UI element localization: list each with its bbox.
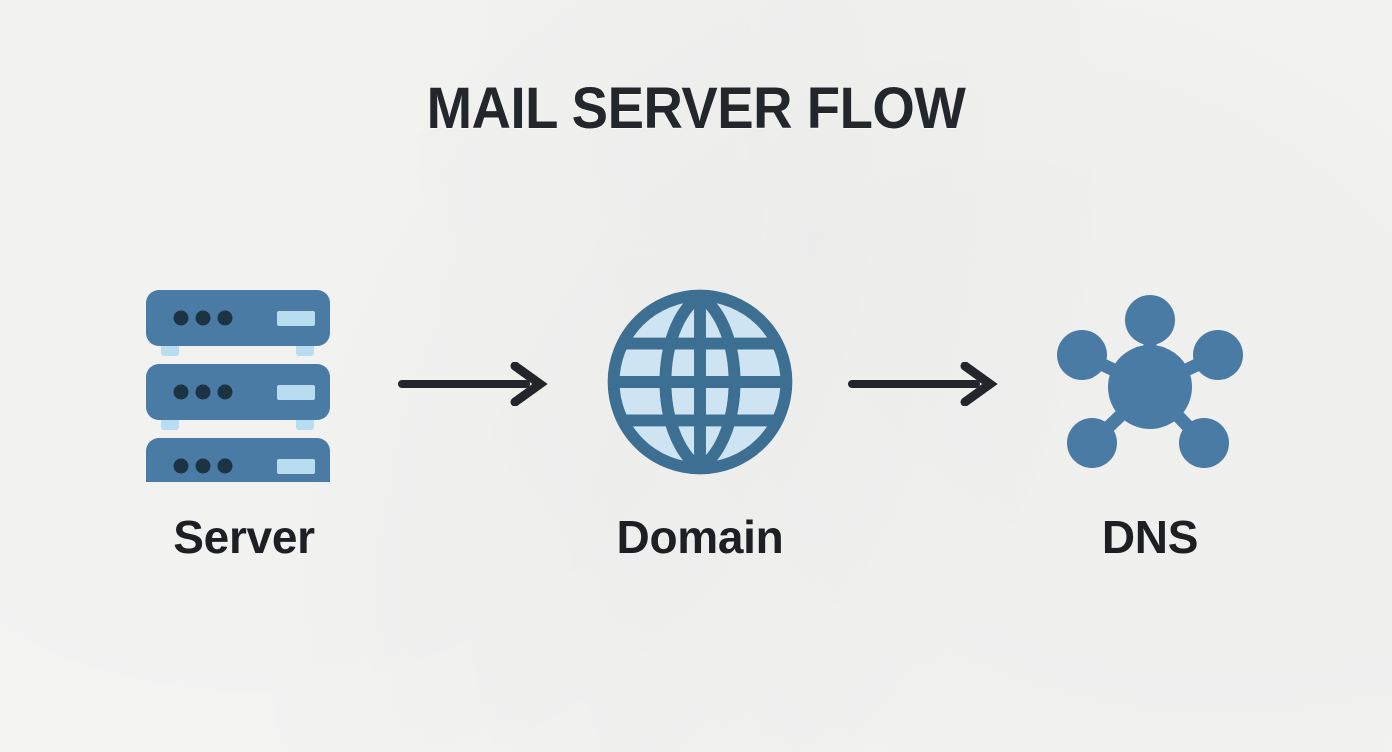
flow-node-label-dns: DNS xyxy=(1101,511,1199,563)
page-title: MAIL SERVER FLOW xyxy=(426,76,966,141)
server-tier-3 xyxy=(146,438,330,482)
server-icon-wrap xyxy=(114,282,374,482)
globe-icon-wrap xyxy=(570,282,830,482)
flow-node-server[interactable]: Server xyxy=(114,282,374,560)
server-tier-2 xyxy=(146,364,330,420)
flow-node-dns[interactable]: DNS xyxy=(1020,282,1280,560)
arrow-right-icon xyxy=(398,361,548,407)
flow-node-label-domain: Domain xyxy=(616,511,784,563)
flow-connector-2 xyxy=(848,361,998,407)
flow-node-domain[interactable]: Domain xyxy=(570,282,830,560)
network-nodes-icon xyxy=(1057,295,1243,468)
server-tier-1 xyxy=(146,290,330,346)
server-rack-icon xyxy=(146,290,330,482)
arrow-right-icon xyxy=(848,361,998,407)
flow-connector-1 xyxy=(398,361,548,407)
flow-node-label-server: Server xyxy=(173,511,315,563)
globe-icon xyxy=(607,289,793,475)
dns-icon-wrap xyxy=(1020,282,1280,482)
